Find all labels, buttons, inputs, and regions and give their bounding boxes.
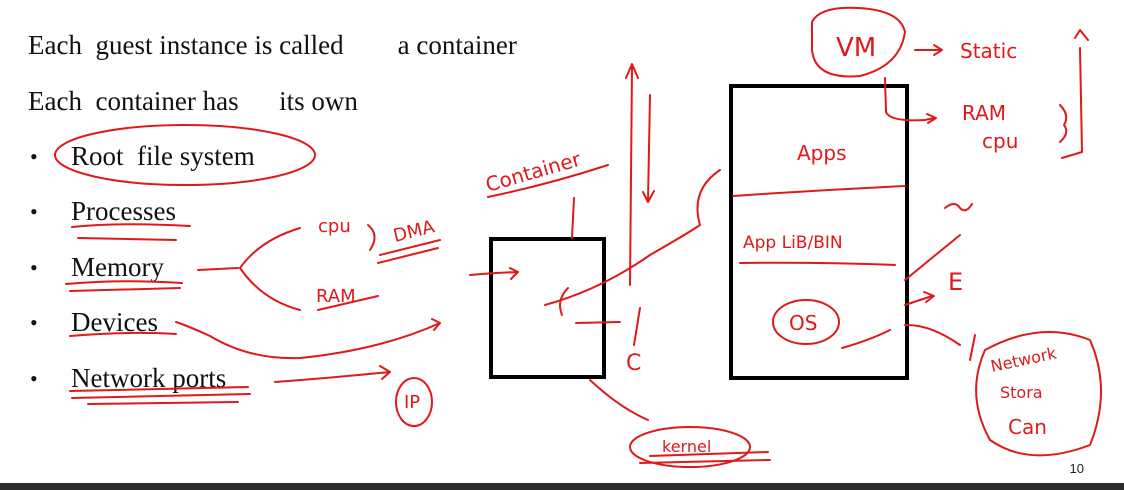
ann-vm-cpu: cpu bbox=[982, 129, 1018, 153]
applib-underline bbox=[739, 261, 896, 266]
dma-underline bbox=[377, 239, 441, 264]
container-slash bbox=[633, 307, 641, 346]
network-circle bbox=[975, 331, 1102, 457]
container-label-underline bbox=[487, 164, 609, 198]
line-own: Each container has its own bbox=[28, 86, 358, 116]
vm-circle bbox=[811, 6, 906, 78]
container-arrow-up bbox=[625, 63, 639, 286]
container-box bbox=[489, 237, 606, 379]
bullet-dot: • bbox=[30, 199, 38, 224]
ann-storage: Stora bbox=[1000, 383, 1043, 402]
ann-c: C bbox=[626, 351, 641, 376]
network-to-ip bbox=[274, 365, 391, 383]
ann-vm-ram: RAM bbox=[962, 101, 1006, 125]
processes-underline bbox=[71, 223, 191, 228]
kernel-underline bbox=[639, 451, 771, 464]
static-arrow bbox=[1061, 29, 1089, 159]
container-arrow-in bbox=[469, 267, 519, 280]
ann-e: E bbox=[948, 268, 963, 296]
ip-circle bbox=[395, 377, 433, 427]
os-to-e bbox=[904, 291, 935, 306]
container-to-vm-curve bbox=[544, 169, 721, 306]
bullet-dot: • bbox=[30, 310, 38, 335]
bullet-processes: Processes bbox=[71, 196, 176, 226]
container-arrow-down bbox=[642, 94, 655, 203]
os-circle bbox=[772, 299, 840, 345]
ann-can: Can bbox=[1008, 415, 1047, 439]
ann-apps: Apps bbox=[797, 141, 847, 165]
ann-vm: VM bbox=[836, 33, 876, 63]
bullet-memory: Memory bbox=[71, 252, 164, 282]
memory-underline bbox=[65, 280, 183, 292]
ann-container: Container bbox=[483, 147, 584, 197]
kernel-circle bbox=[629, 426, 751, 468]
ann-ip: IP bbox=[404, 392, 420, 413]
ann-app-lib: App LiB/BIN bbox=[743, 233, 843, 253]
resource-bracket bbox=[1059, 104, 1068, 143]
apps-divider bbox=[732, 185, 906, 197]
os-to-network bbox=[904, 323, 976, 361]
bullet-dot: • bbox=[30, 366, 38, 391]
bullet-dot: • bbox=[30, 144, 38, 169]
vm-box bbox=[729, 84, 909, 380]
bullet-network-ports: Network ports bbox=[71, 363, 227, 393]
devices-underline bbox=[69, 331, 177, 337]
page-number: 10 bbox=[1069, 461, 1084, 476]
bullet-dot: • bbox=[30, 255, 38, 280]
ann-kernel: kernel bbox=[662, 437, 711, 456]
dma-bracket bbox=[367, 224, 376, 251]
line-guest-instance: Each guest instance is called a containe… bbox=[28, 30, 517, 60]
ann-network: Network bbox=[989, 343, 1059, 376]
devices-to-box bbox=[175, 318, 441, 360]
container-c-mark bbox=[559, 287, 621, 324]
network-underline bbox=[69, 386, 251, 405]
memory-branch bbox=[197, 227, 301, 311]
container-to-kernel bbox=[589, 379, 649, 421]
wave-mark bbox=[944, 203, 973, 212]
vm-to-static bbox=[914, 44, 943, 56]
bottom-bar bbox=[0, 483, 1124, 490]
os-curve bbox=[841, 234, 961, 349]
ann-ram: RAM bbox=[316, 286, 356, 307]
ann-os: OS bbox=[789, 311, 817, 335]
vm-to-ram bbox=[884, 77, 937, 124]
ann-static: Static bbox=[960, 39, 1017, 63]
ann-cpu: cpu bbox=[318, 216, 351, 237]
bullet-root-fs: Root file system bbox=[71, 141, 255, 171]
root-fs-circle bbox=[54, 124, 316, 186]
